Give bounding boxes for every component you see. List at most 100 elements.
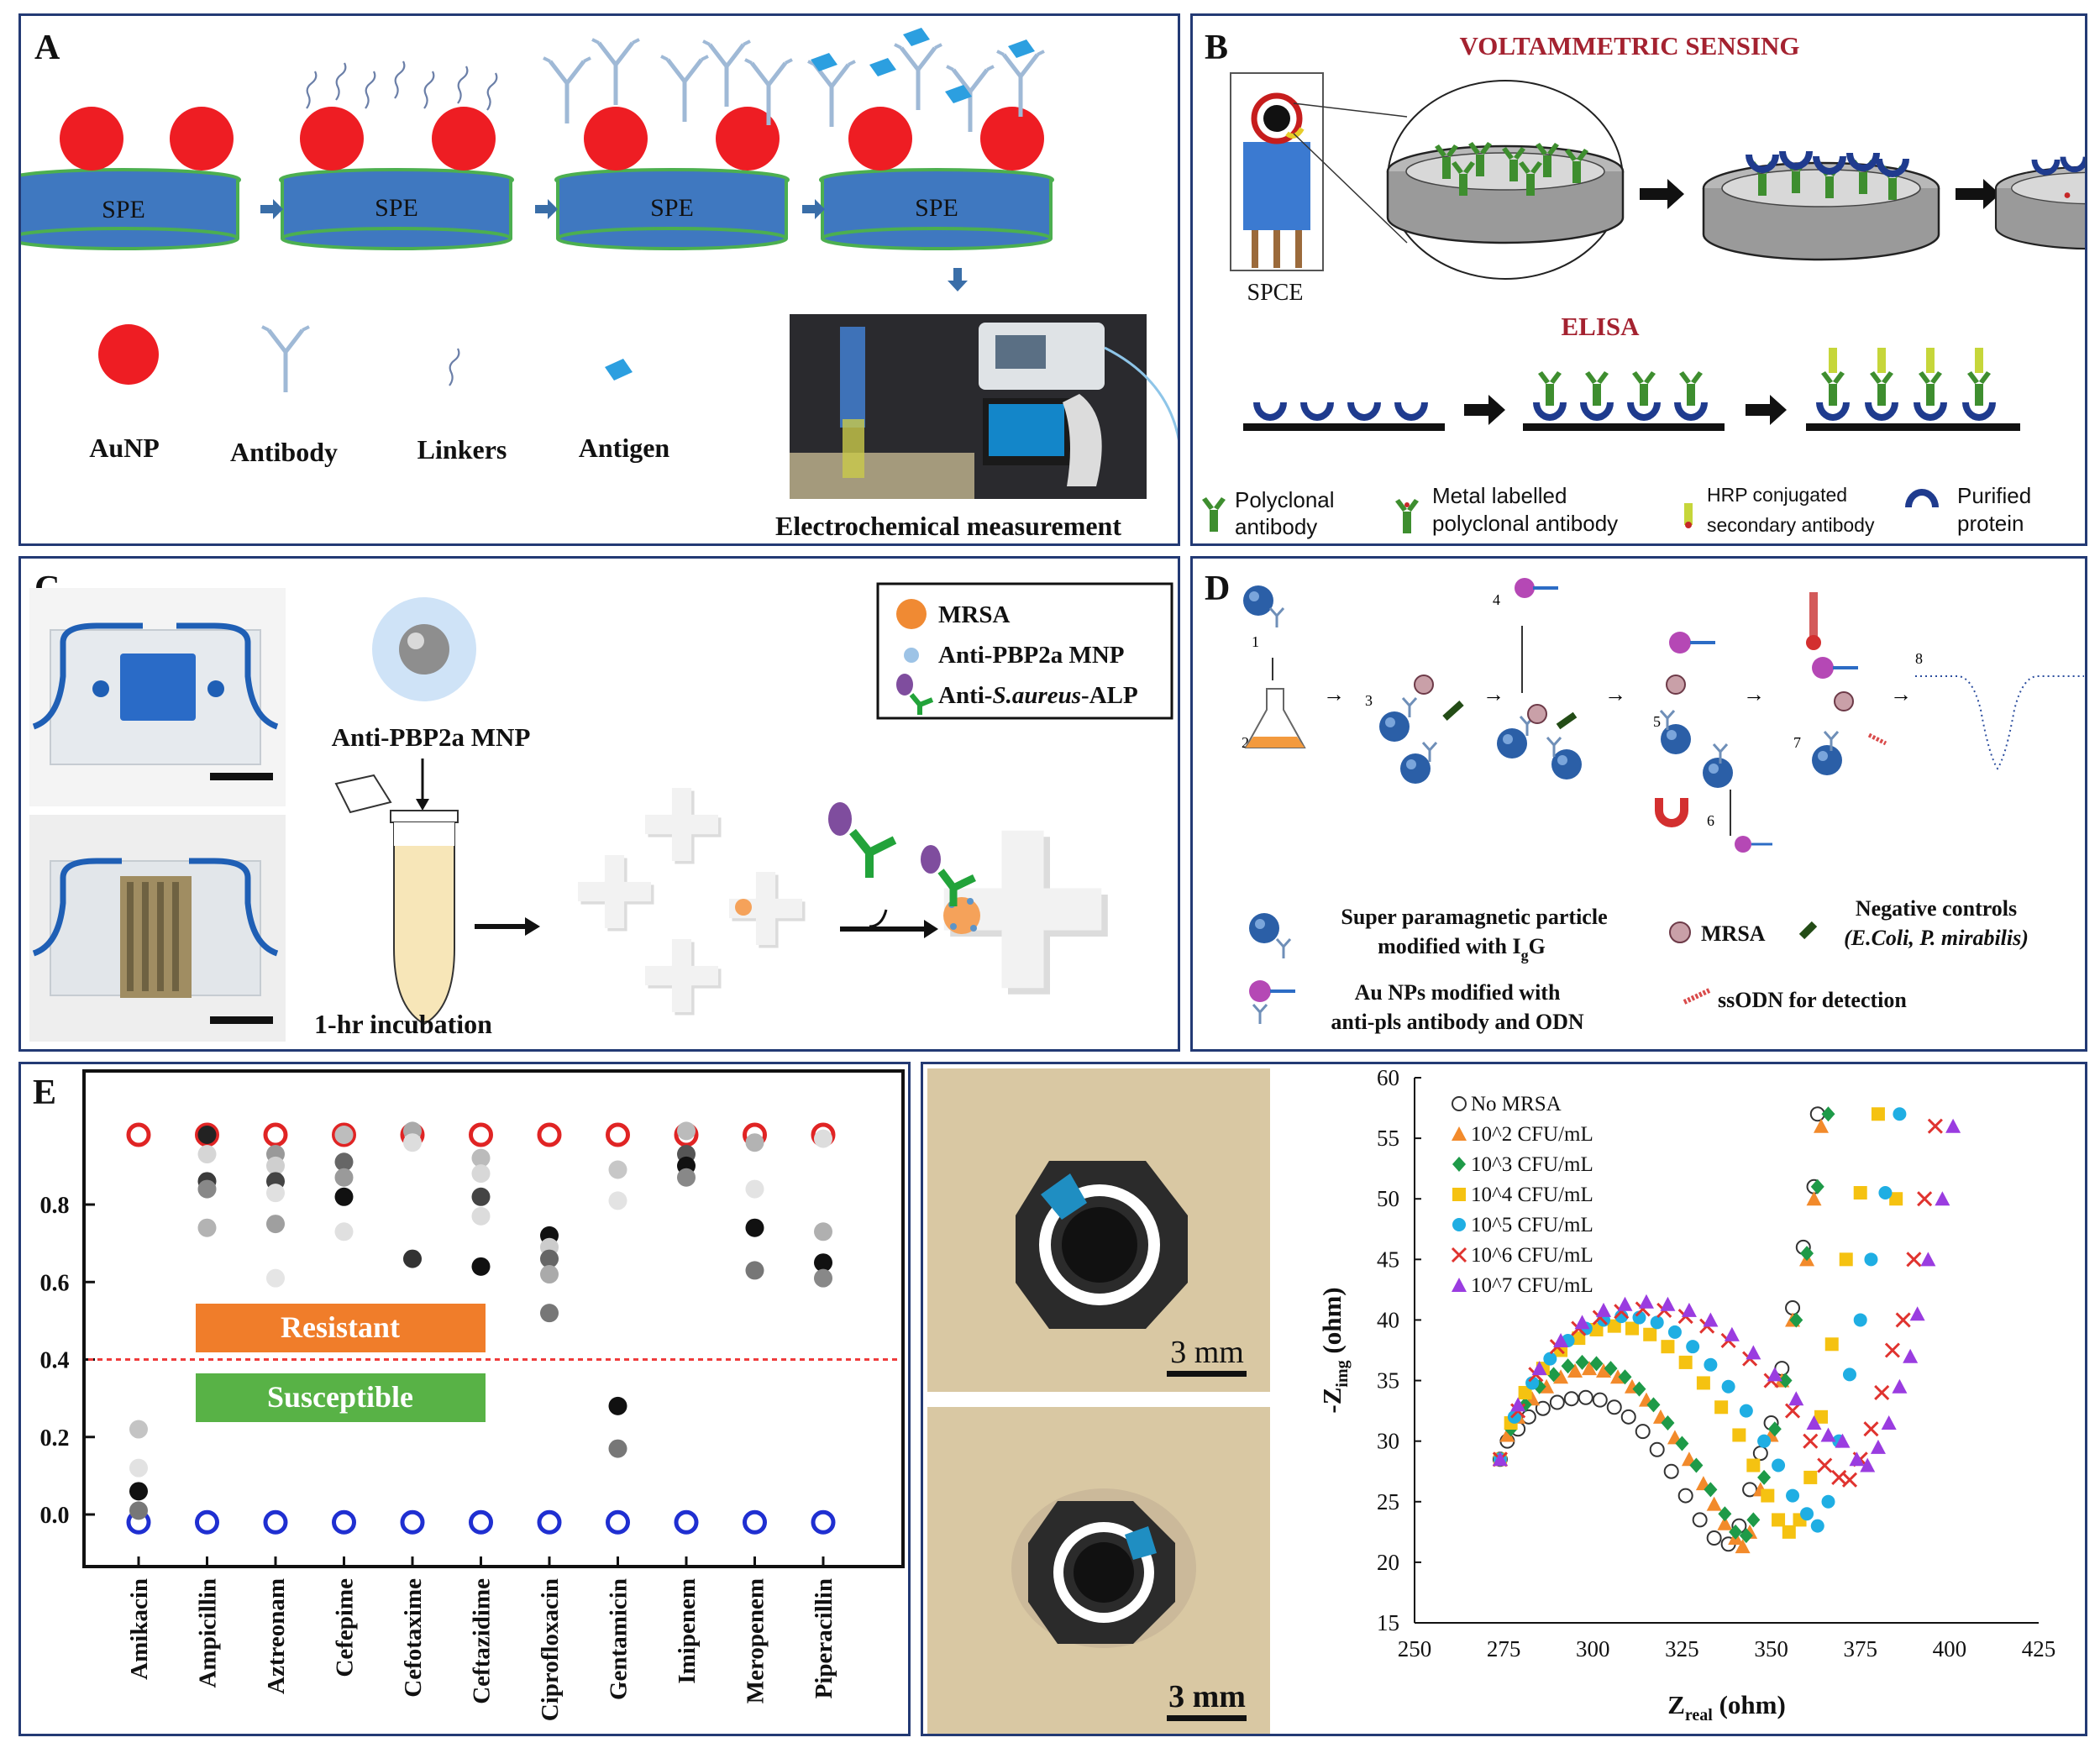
category-label: Piperacillin bbox=[811, 1578, 837, 1698]
legend-au-line2: anti-pls antibody and ODN bbox=[1331, 1010, 1583, 1034]
measurement-caption: Electrochemical measurement bbox=[775, 511, 1121, 541]
reference-low-marker bbox=[400, 1509, 425, 1535]
reference-low-marker bbox=[606, 1509, 630, 1535]
aunp bbox=[60, 107, 123, 171]
data-point bbox=[1884, 1342, 1900, 1358]
legend-marker bbox=[1452, 1218, 1466, 1231]
data-point bbox=[1788, 1391, 1804, 1406]
y-tick-label: 0.2 bbox=[40, 1425, 70, 1451]
data-point bbox=[266, 1268, 285, 1288]
panel-c-diagram: Anti-PBP2a MNP 1-hr incubation bbox=[29, 582, 1173, 1042]
mrsa-legend-icon bbox=[896, 599, 927, 629]
data-point bbox=[403, 1133, 422, 1152]
legend-box bbox=[876, 582, 1173, 720]
data-point bbox=[1820, 1427, 1836, 1442]
legend-mnp: Anti-PBP2a MNP bbox=[938, 642, 1125, 669]
data-point bbox=[266, 1184, 285, 1203]
plot-frame bbox=[82, 1069, 905, 1568]
data-point bbox=[608, 1396, 627, 1415]
data-point bbox=[1604, 1361, 1618, 1377]
data-point bbox=[1864, 1252, 1878, 1267]
data-point bbox=[1814, 1409, 1829, 1424]
data-point bbox=[1935, 1191, 1950, 1206]
data-point bbox=[540, 1265, 559, 1284]
svg-text:5: 5 bbox=[1653, 713, 1661, 730]
data-point bbox=[1635, 1424, 1651, 1440]
linkers bbox=[305, 60, 498, 112]
data-point bbox=[1721, 1379, 1735, 1394]
data-point bbox=[1729, 1524, 1743, 1540]
arrow-right bbox=[1464, 395, 1505, 425]
data-point bbox=[1757, 1469, 1772, 1485]
data-point bbox=[1617, 1296, 1633, 1311]
x-tick-label: 425 bbox=[2022, 1636, 2056, 1661]
legend-entry: 10^6 CFU/mL bbox=[1471, 1244, 1593, 1267]
mnp-legend-icon bbox=[904, 648, 919, 663]
data-point bbox=[1739, 1528, 1753, 1544]
aunp bbox=[300, 107, 364, 171]
data-point bbox=[1782, 1525, 1796, 1539]
data-point bbox=[677, 1121, 696, 1141]
spe-label: SPE bbox=[102, 196, 145, 223]
category-label: Meropenem bbox=[743, 1578, 769, 1703]
legend-spm-line2: modified with IgG bbox=[1378, 934, 1546, 963]
reference-high-marker bbox=[263, 1122, 288, 1147]
legend-marker bbox=[1452, 1126, 1467, 1141]
data-point bbox=[129, 1501, 148, 1520]
data-point bbox=[745, 1261, 764, 1280]
data-point bbox=[1596, 1302, 1612, 1317]
elisa-step-3 bbox=[1806, 348, 2020, 431]
alp-legend-icon bbox=[896, 674, 934, 715]
data-point bbox=[1878, 1186, 1893, 1200]
legend-marker bbox=[1452, 1278, 1467, 1292]
linker-legend-icon bbox=[448, 347, 460, 387]
spe-label: SPE bbox=[650, 194, 694, 222]
data-point bbox=[266, 1156, 285, 1175]
data-point bbox=[1895, 1312, 1911, 1328]
y-tick-label: 45 bbox=[1377, 1247, 1399, 1272]
mnp-label: Anti-PBP2a MNP bbox=[332, 722, 531, 752]
data-point bbox=[1543, 1352, 1557, 1366]
antibody-legend-icon bbox=[262, 327, 309, 392]
spe-label: SPE bbox=[375, 194, 418, 222]
data-point bbox=[814, 1222, 832, 1241]
metal-labelled-antibody-icon bbox=[1395, 499, 1419, 533]
panel-d-diagram: 1 2 → 3 → 4 → 5 bbox=[1242, 578, 2084, 1034]
data-point bbox=[334, 1187, 354, 1206]
step-2: 2 bbox=[1242, 688, 1306, 751]
step-4: 4 bbox=[1493, 578, 1582, 780]
data-point bbox=[1706, 1496, 1722, 1511]
ssodn-icon bbox=[1683, 988, 1711, 1005]
data-point bbox=[1578, 1389, 1593, 1405]
aunp bbox=[716, 107, 780, 171]
data-point bbox=[129, 1482, 148, 1501]
legend-entry: 10^3 CFU/mL bbox=[1471, 1153, 1593, 1176]
data-point bbox=[129, 1420, 148, 1439]
spce-device bbox=[1230, 72, 1408, 271]
panel-a-diagram: SPE SPE SPE SPE AuNP Antibody Linkers An… bbox=[21, 28, 1178, 541]
x-tick-label: 400 bbox=[1933, 1636, 1967, 1661]
reference-low-marker bbox=[811, 1509, 836, 1535]
data-point bbox=[1549, 1394, 1565, 1410]
category-label: Aztreonam bbox=[263, 1578, 290, 1694]
data-point bbox=[1806, 1415, 1822, 1430]
voltammetric-title: VOLTAMMETRIC SENSING bbox=[1459, 31, 1799, 60]
reference-high-marker bbox=[332, 1122, 356, 1147]
legend-marker bbox=[1452, 1188, 1466, 1201]
data-point bbox=[1835, 1433, 1851, 1448]
step-3: 3 bbox=[1365, 675, 1464, 784]
y-tick-label: 0.0 bbox=[40, 1503, 70, 1529]
data-point bbox=[1789, 1312, 1803, 1328]
svg-text:3: 3 bbox=[1365, 692, 1373, 709]
category-label: Gentamicin bbox=[606, 1578, 633, 1700]
data-point bbox=[1638, 1294, 1654, 1309]
data-point bbox=[540, 1304, 559, 1323]
data-point bbox=[1757, 1434, 1772, 1448]
reference-low-marker bbox=[332, 1509, 356, 1535]
data-point bbox=[471, 1164, 491, 1184]
data-point bbox=[1920, 1252, 1936, 1267]
arrow-right bbox=[840, 920, 938, 938]
data-point bbox=[1553, 1369, 1569, 1384]
data-point bbox=[1767, 1421, 1782, 1437]
